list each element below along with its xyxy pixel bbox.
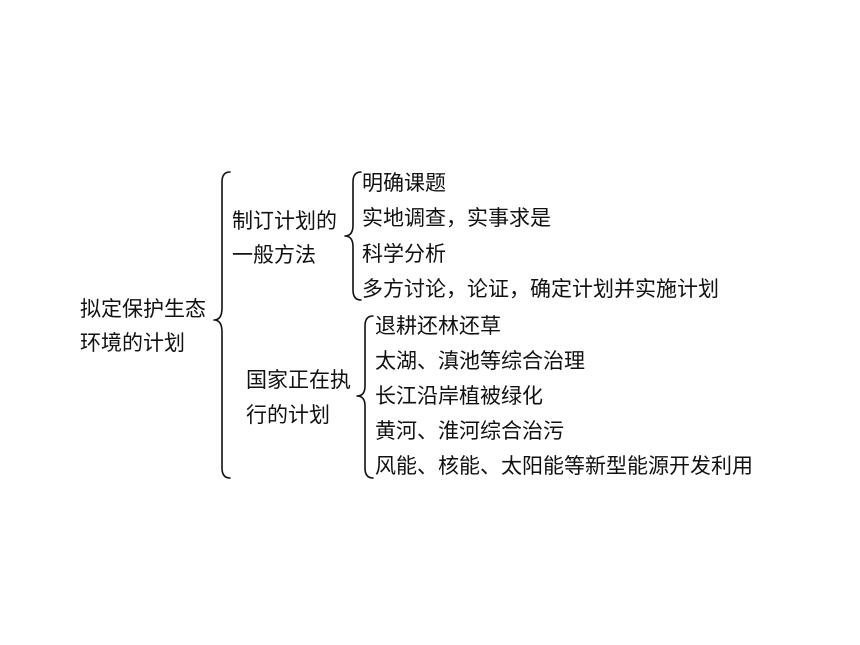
branch-1-label-line-1: 制订计划的 bbox=[232, 209, 337, 233]
branch-1-item: 科学分析 bbox=[362, 242, 446, 266]
branch-1-item: 明确课题 bbox=[362, 171, 446, 195]
branch-1-brace bbox=[344, 171, 362, 301]
branch-2-item: 太湖、滇池等综合治理 bbox=[375, 349, 585, 373]
branch-2-label-line-2: 行的计划 bbox=[246, 403, 330, 427]
branch-2-item: 长江沿岸植被绿化 bbox=[375, 384, 543, 408]
root-line-1: 拟定保护生态 bbox=[80, 297, 206, 321]
root-line-2: 环境的计划 bbox=[80, 331, 185, 355]
branch-2-item: 黄河、淮河综合治污 bbox=[375, 419, 564, 443]
branch-2-item: 风能、核能、太阳能等新型能源开发利用 bbox=[375, 454, 753, 478]
branch-1-item: 多方讨论，论证，确定计划并实施计划 bbox=[362, 277, 719, 301]
branch-2-item: 退耕还林还草 bbox=[375, 314, 501, 338]
branch-1-item: 实地调查，实事求是 bbox=[362, 206, 551, 230]
main-brace bbox=[213, 171, 231, 479]
branch-2-label-line-1: 国家正在执 bbox=[246, 368, 351, 392]
branch-2-brace bbox=[356, 315, 374, 479]
branch-1-label-line-2: 一般方法 bbox=[232, 243, 316, 267]
